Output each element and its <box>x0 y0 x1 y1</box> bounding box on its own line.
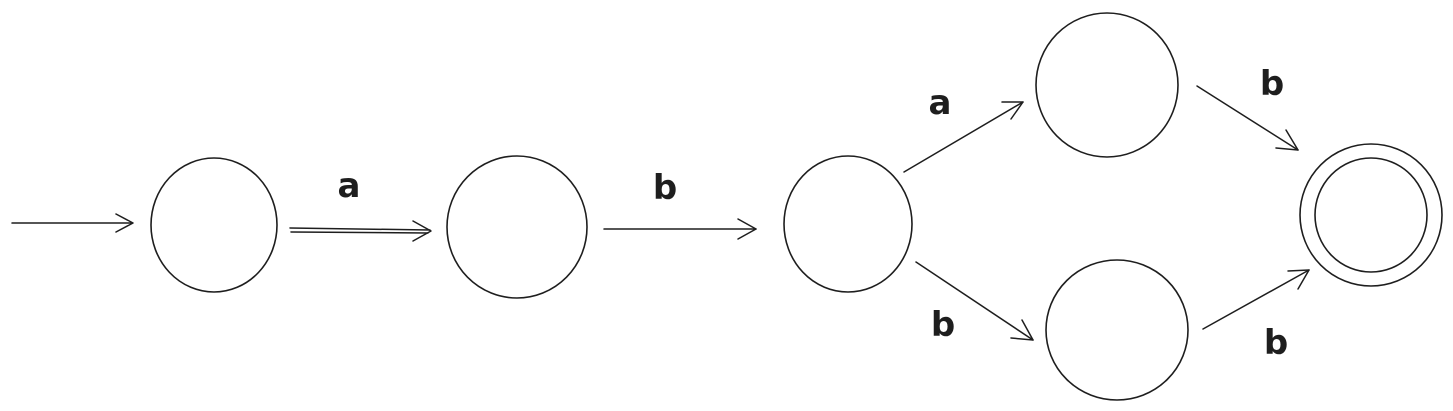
transition-label-q1-q2: b <box>653 168 677 208</box>
transition-q0-q1 <box>289 220 432 242</box>
transition-label-q0-q1: a <box>338 166 361 206</box>
transition-q4-q5 <box>1202 269 1310 330</box>
start-arrow <box>11 213 134 233</box>
state-q1 <box>446 155 588 299</box>
transition-label-q4-q5: b <box>1264 323 1288 363</box>
state-q4 <box>1045 259 1189 401</box>
state-q2 <box>783 155 913 293</box>
transition-q1-q2 <box>603 218 757 240</box>
transition-label-q2-q3: a <box>929 83 952 123</box>
state-q3 <box>1035 12 1179 158</box>
transition-label-q2-q4: b <box>931 305 955 345</box>
state-q0 <box>150 157 278 293</box>
transition-q2-q4 <box>915 261 1034 341</box>
transition-q3-q5 <box>1196 85 1299 151</box>
transition-q2-q3 <box>903 101 1024 173</box>
transition-label-q3-q5: b <box>1260 64 1284 104</box>
state-q5-accept <box>1299 143 1443 287</box>
